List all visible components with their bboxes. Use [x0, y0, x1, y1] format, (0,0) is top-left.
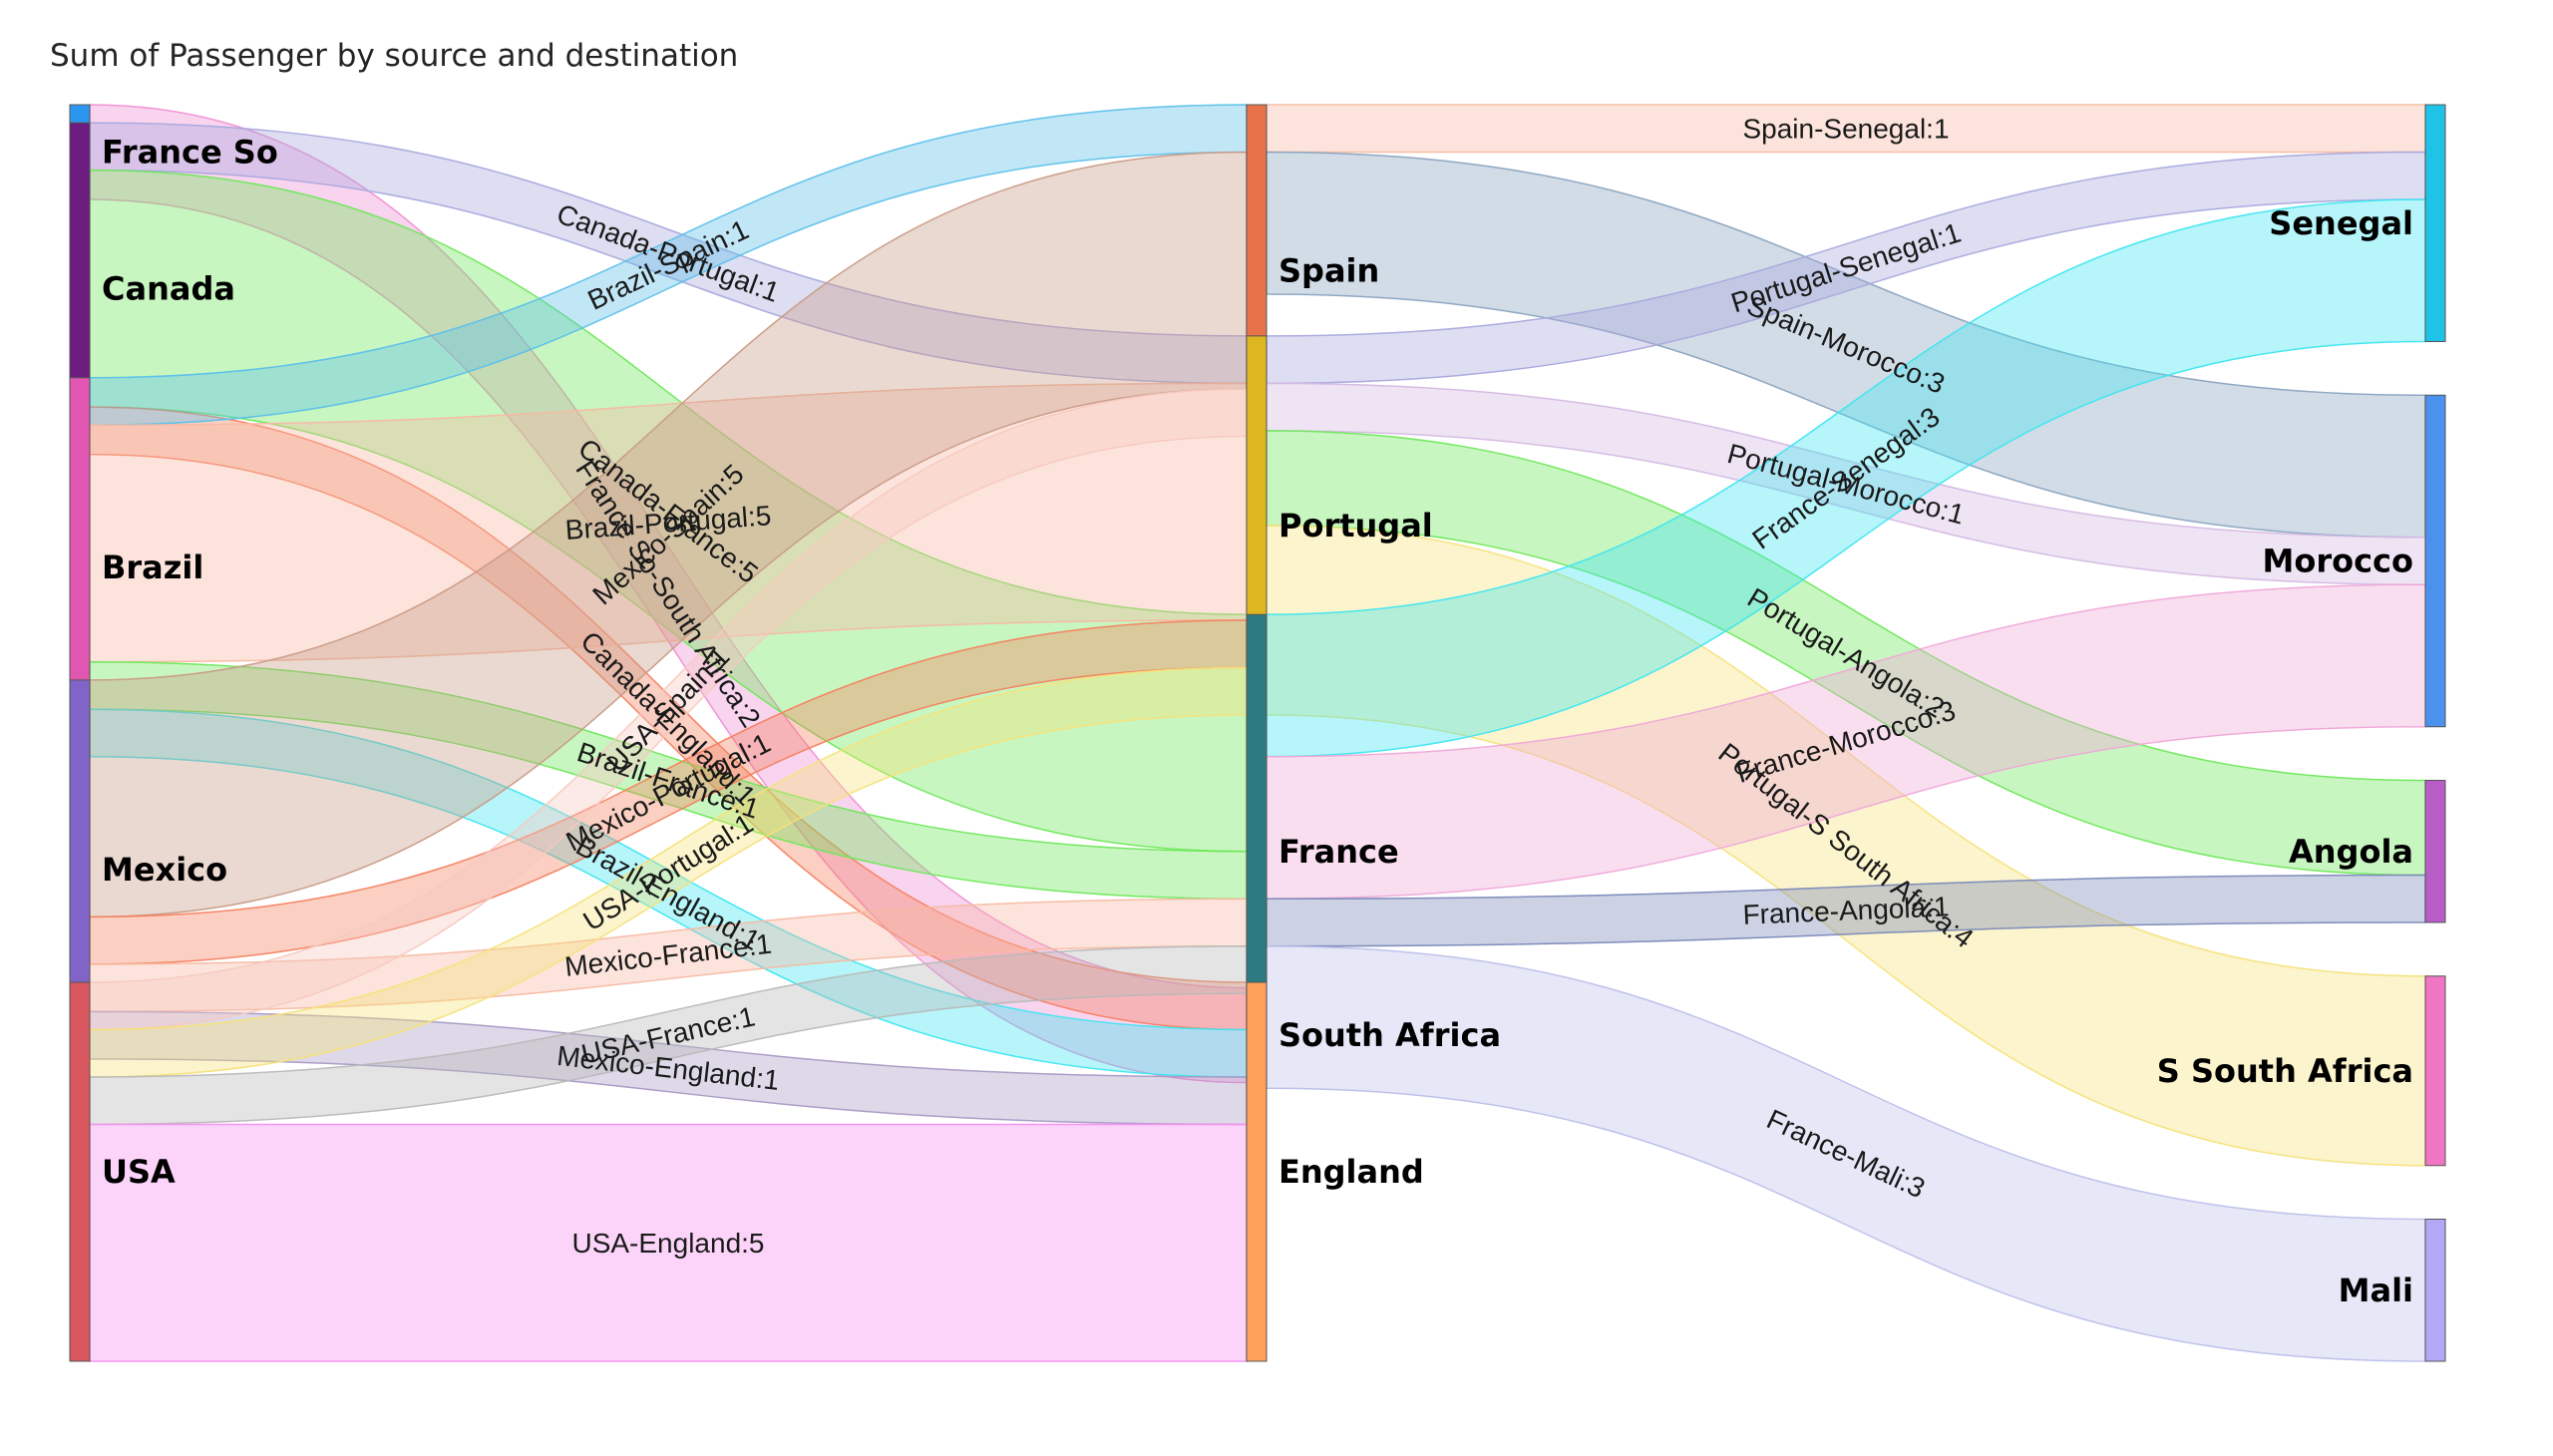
node-label-spain: Spain — [1278, 251, 1379, 289]
node-mali[interactable] — [2424, 1219, 2446, 1362]
node-label-usa: USA — [102, 1153, 176, 1191]
sankey-nodes — [69, 104, 2446, 1362]
node-s-south-africa[interactable] — [2424, 975, 2446, 1167]
sankey-links — [89, 104, 2426, 1362]
node-label-south-africa: South Africa — [1278, 1016, 1501, 1054]
node-label-s-south-africa: S South Africa — [2157, 1052, 2413, 1090]
node-label-senegal: Senegal — [2269, 204, 2413, 242]
node-label-france-so: France So — [102, 134, 278, 172]
link-label-spain-senegal-1: Spain-Senegal:1 — [1742, 113, 1949, 144]
node-label-angola: Angola — [2289, 833, 2413, 871]
node-label-brazil: Brazil — [102, 548, 203, 586]
node-label-mali: Mali — [2339, 1272, 2413, 1309]
link-label-usa-england-5: USA-England:5 — [571, 1228, 764, 1259]
node-label-morocco: Morocco — [2262, 543, 2413, 580]
node-senegal[interactable] — [2424, 104, 2446, 342]
node-england[interactable] — [1246, 981, 1268, 1362]
node-angola[interactable] — [2424, 780, 2446, 923]
node-label-mexico: Mexico — [102, 851, 227, 889]
node-morocco[interactable] — [2424, 394, 2446, 728]
node-label-canada: Canada — [102, 269, 235, 307]
node-usa[interactable] — [69, 981, 91, 1362]
node-label-england: England — [1278, 1153, 1424, 1191]
node-label-portugal: Portugal — [1278, 507, 1433, 545]
chart-title: Sum of Passenger by source and destinati… — [50, 38, 739, 74]
node-label-france: France — [1278, 833, 1399, 871]
